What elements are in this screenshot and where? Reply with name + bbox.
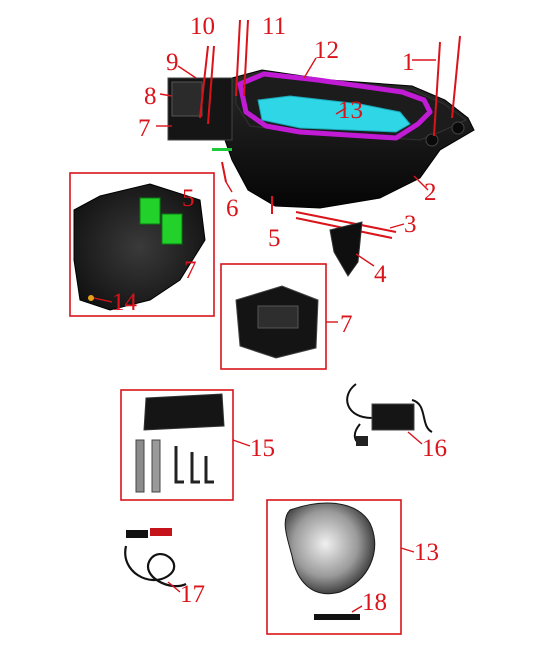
callout-13-main: 13: [338, 97, 363, 124]
inset-battery-view: [73, 183, 206, 311]
callout-10: 10: [190, 13, 215, 40]
callout-1: 1: [402, 49, 415, 76]
leader-14: [93, 297, 113, 303]
callout-labels: 1 2 3 4 5 5 6 7 7 7 8 9 10 11 12 13 13 1…: [112, 13, 447, 616]
callout-14: 14: [112, 289, 138, 316]
callout-7-holder: 7: [340, 311, 353, 338]
inset-frame-holder: [220, 263, 327, 370]
battery-cell-left: [139, 197, 161, 225]
callout-7-inset: 7: [184, 257, 197, 284]
callout-2: 2: [424, 179, 437, 206]
callout-9: 9: [166, 49, 179, 76]
callout-5-main: 5: [268, 225, 281, 252]
inset-frame-battery: [69, 172, 215, 317]
leader-17: [167, 581, 181, 593]
jump-cables: [124, 528, 187, 588]
bolt-11: [243, 19, 249, 97]
tool-kit: [135, 393, 225, 493]
callout-13-cover: 13: [414, 539, 439, 566]
callout-12: 12: [314, 37, 339, 64]
clip-red: [150, 528, 172, 536]
callout-18: 18: [362, 589, 387, 616]
battery-holder: [235, 285, 319, 359]
clip-black: [126, 530, 148, 538]
leader-15: [232, 439, 251, 447]
wrench-large: [135, 439, 145, 493]
callout-3: 3: [404, 211, 417, 238]
callout-15: 15: [250, 435, 275, 462]
inset-fastener: [88, 295, 94, 301]
control-module: [171, 81, 203, 117]
bolt-3a: [295, 211, 397, 233]
wrench-small: [151, 439, 161, 493]
bolt-6: [221, 161, 227, 183]
callout-7-main: 7: [138, 115, 151, 142]
charger-brick: [371, 403, 415, 431]
callout-17: 17: [180, 581, 205, 608]
leader-3: [389, 223, 405, 229]
seal-gasket: [237, 71, 433, 141]
seat-cover: [284, 502, 376, 620]
bolt-1a: [433, 41, 441, 137]
leader-13b: [400, 547, 415, 553]
leader-16: [407, 431, 423, 445]
bolt-10: [235, 19, 241, 97]
leader-4: [355, 253, 375, 267]
tub-hole-right: [451, 121, 465, 135]
callout-6: 6: [226, 195, 239, 222]
leader-6: [225, 181, 233, 193]
charger-plug: [356, 436, 368, 446]
callout-4: 4: [374, 261, 387, 288]
holder-slot: [257, 305, 299, 329]
tool-pouch: [143, 393, 225, 431]
bolts-group: [199, 19, 461, 239]
cover-pad-strip: [314, 614, 360, 620]
inset-frame-cover: [266, 499, 402, 635]
rubber-mat: [257, 95, 411, 133]
callout-5-inset: 5: [182, 185, 195, 212]
leader-13a: [335, 107, 347, 115]
cable-loop: [124, 545, 187, 588]
callout-16: 16: [422, 435, 447, 462]
callout-8: 8: [144, 83, 157, 110]
splash-guard: [329, 221, 363, 277]
inset-frame-toolkit: [120, 389, 234, 501]
battery-cell-right: [161, 213, 183, 245]
bolt-9: [199, 45, 209, 119]
leader-18: [351, 605, 363, 613]
bolt-9b: [207, 45, 215, 125]
leader-12: [303, 57, 317, 79]
bolt-1b: [451, 35, 461, 119]
hex-key-1: [174, 446, 184, 484]
green-wire: [212, 148, 232, 151]
callout-11: 11: [262, 13, 286, 40]
cover-shell: [284, 502, 376, 595]
leader-8: [159, 93, 173, 97]
leader-2: [413, 175, 429, 191]
hex-key-3: [204, 456, 214, 484]
charger: [346, 383, 433, 446]
hex-key-2: [190, 452, 200, 484]
leader-9: [177, 65, 197, 79]
leader-lines: [93, 57, 436, 613]
tub-hole-left: [425, 133, 439, 147]
